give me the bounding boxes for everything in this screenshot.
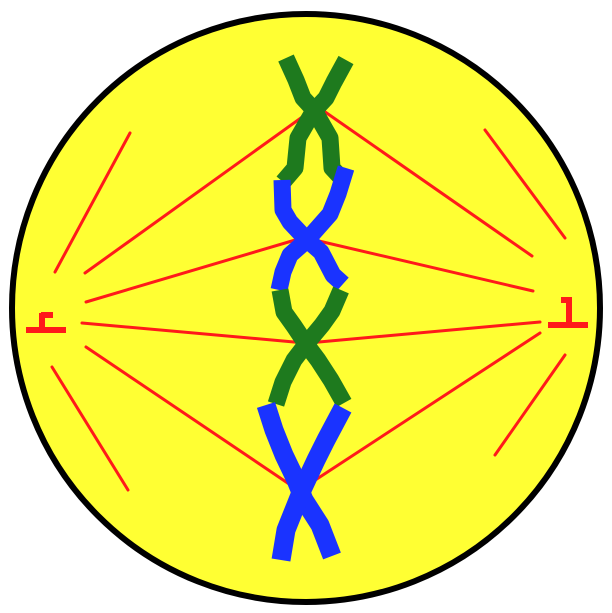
diagram-canvas [0,0,612,613]
meiosis-diagram [0,0,612,613]
